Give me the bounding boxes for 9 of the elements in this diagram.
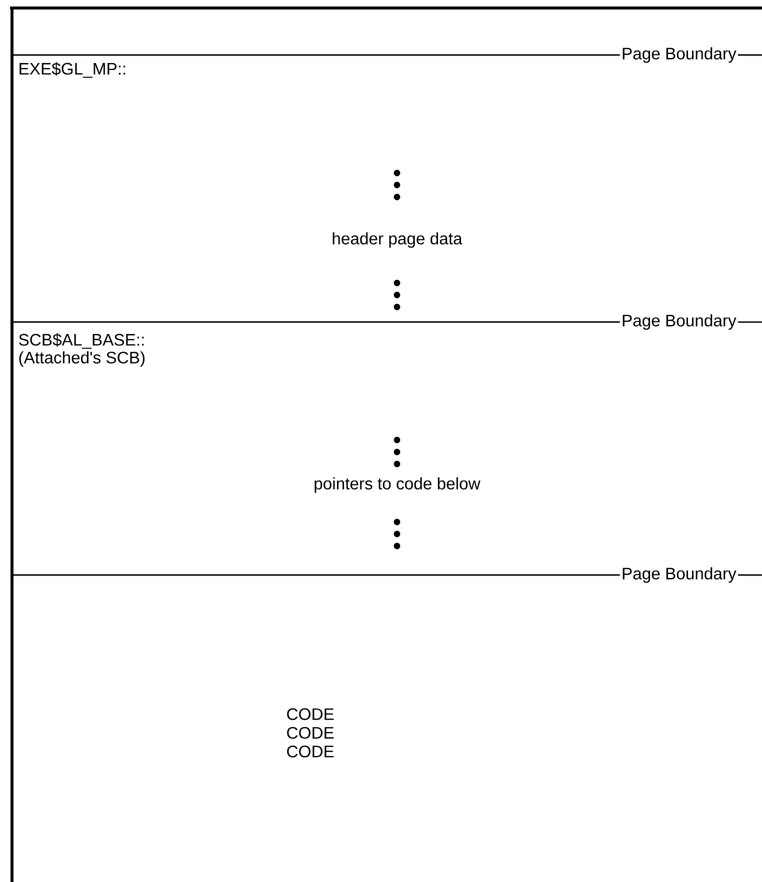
page-boundary-label: Page Boundary — [622, 314, 736, 330]
band-text: SCB$AL_BASE:: — [19, 333, 144, 349]
band-text: (Attached's SCB) — [19, 351, 145, 367]
band-text: EXE$GL_MP:: — [20, 62, 126, 78]
page-boundary-label: Page Boundary — [622, 567, 736, 583]
band-text: CODE CODE CODE — [287, 708, 334, 758]
page-boundary-label: Page Boundary — [622, 47, 736, 63]
band-text: pointers to code below — [314, 477, 480, 493]
band-text: header page data — [332, 232, 462, 248]
